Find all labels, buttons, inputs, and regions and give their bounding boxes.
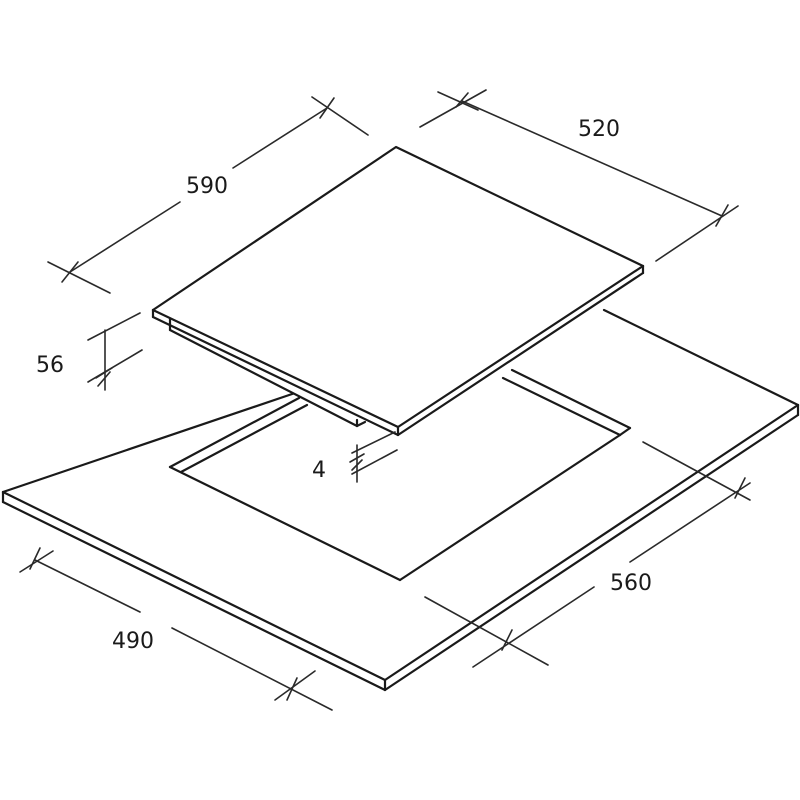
dimension-label-490: 490 [112,629,154,654]
dimension-590: 590 [47,96,369,294]
cutout-back-left-rim-inner [179,403,309,474]
worktop-bottom-right-edge [383,413,800,692]
dimension-label-4: 4 [312,458,326,483]
dimension-490: 490 [19,547,333,711]
worktop [1,308,800,692]
worktop-back-left-edge [1,390,300,494]
cutout-right-corner-join [618,426,632,437]
cutout-back-left-rim-outer [168,396,301,469]
hob-back-edges [151,145,645,312]
worktop-front-right-edge [383,403,800,682]
hob-front-right-edge [396,264,645,429]
dimension-label-590: 590 [186,174,228,199]
hob-body-front-bottom-edge [168,328,359,428]
worktop-cutout [168,368,632,582]
hob-front-left-edge [151,308,400,429]
worktop-front-left-edge [1,490,387,682]
dimension-520: 520 [419,89,739,262]
hob-glass-top [153,147,643,427]
dimension-label-560: 560 [610,571,652,596]
cutout-front-right-edge [398,433,622,582]
cutout-back-right-rim-outer [510,368,632,430]
worktop-bottom-left-edge [1,500,387,692]
dimension-560: 560 [424,441,751,668]
hob-bottom-right-edge [396,271,645,437]
dimension-label-56: 56 [36,353,64,378]
dimension-label-520: 520 [578,117,620,142]
dimension-56: 56 [36,312,143,391]
cutout-back-right-rim-inner [501,376,622,437]
cutout-front-left-edge [168,465,402,582]
dimension-4: 4 [312,431,398,483]
worktop-back-right-edge [602,308,800,407]
hob-body-corner [355,420,367,428]
hob-bottom-left-edge [151,315,400,437]
hob [151,145,645,437]
